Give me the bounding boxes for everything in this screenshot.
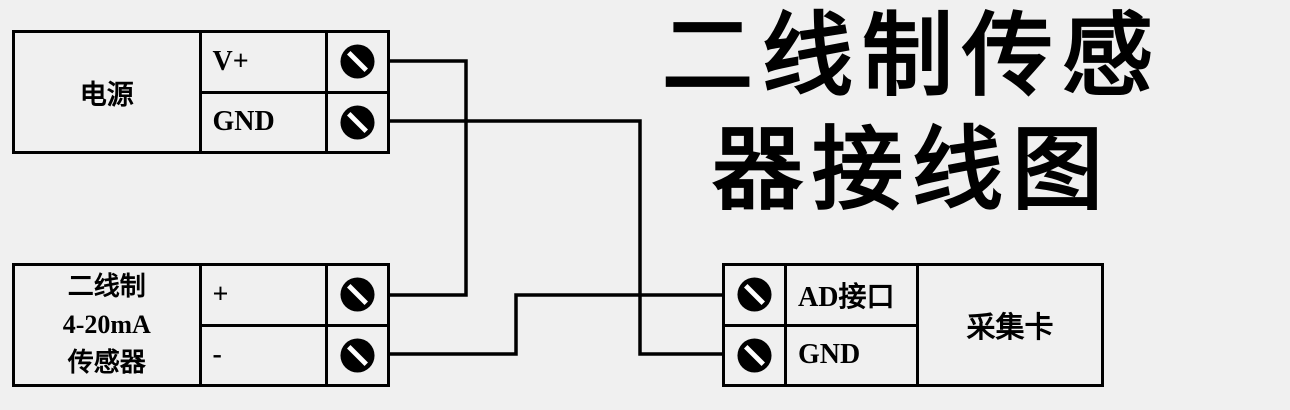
daq-terminal-labels: AD接口 GND <box>787 266 919 384</box>
daq-label: 采集卡 <box>966 312 1054 344</box>
sensor-block: 二线制 4-20mA 传感器 + - <box>12 263 390 387</box>
daq-gnd-screw <box>725 327 784 385</box>
power-supply-label: 电源 <box>15 33 202 151</box>
power-terminal-labels: V+ GND <box>201 33 326 151</box>
terminal-label-plus: + <box>201 266 326 327</box>
screw-terminal-icon <box>737 277 772 312</box>
terminal-label-minus: - <box>212 339 222 371</box>
sensor-minus-screw <box>328 327 387 385</box>
diagram-title: 二线制传感 器接线图 <box>638 0 1186 228</box>
daq-ad-screw <box>725 266 784 327</box>
terminal-label-vplus: V+ <box>201 33 326 94</box>
wire-vplus-to-sensor-plus <box>388 59 468 297</box>
screw-terminal-icon <box>340 105 375 140</box>
daq-screw-column <box>725 266 787 384</box>
sensor-screw-column <box>325 266 387 384</box>
diagram-title-line1: 二线制传感 <box>661 4 1162 109</box>
sensor-terminal-labels: + - <box>201 266 326 384</box>
sensor-plus-screw <box>328 266 387 327</box>
power-vplus-screw <box>328 33 387 94</box>
sensor-label: 二线制 4-20mA 传感器 <box>15 266 202 384</box>
terminal-label-gnd: GND <box>212 106 275 138</box>
power-gnd-screw <box>328 94 387 152</box>
screw-terminal-icon <box>340 338 375 373</box>
power-screw-column <box>325 33 387 151</box>
diagram-title-line2: 器接线图 <box>711 118 1112 223</box>
sensor-label-line1: 二线制 <box>67 272 146 301</box>
sensor-label-line2: 4-20mA <box>62 310 151 339</box>
power-supply-block: 电源 V+ GND <box>12 30 390 154</box>
screw-terminal-icon <box>737 338 772 373</box>
screw-terminal-icon <box>340 44 375 79</box>
wire-sensor-minus-to-ad <box>388 293 724 356</box>
screw-terminal-icon <box>340 277 375 312</box>
terminal-label-daq-gnd: GND <box>798 339 861 371</box>
terminal-label-ad: AD接口 <box>787 266 916 327</box>
sensor-label-line3: 传感器 <box>67 348 146 377</box>
daq-block: AD接口 GND 采集卡 <box>722 263 1104 387</box>
